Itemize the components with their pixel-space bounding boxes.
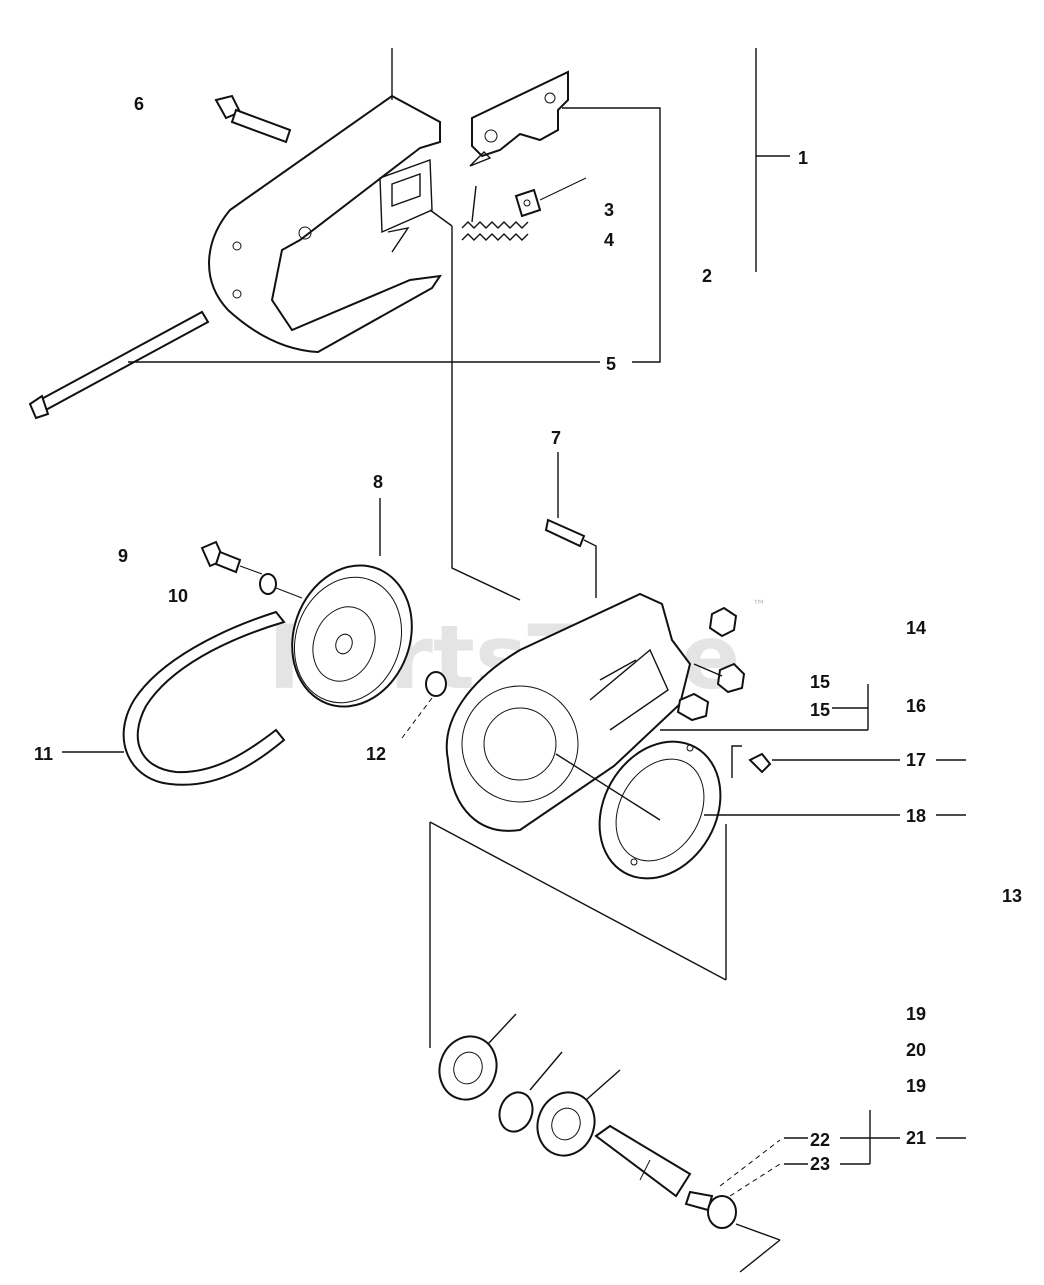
callout-9: 9	[118, 546, 128, 566]
callout-12: 12	[366, 744, 386, 764]
bearing-part-19-upper	[438, 1013, 517, 1101]
threaded-rod	[28, 310, 210, 420]
bracket-plate	[469, 70, 569, 167]
callout-2: 2	[702, 266, 712, 286]
shaft	[594, 1124, 692, 1198]
callout-8: 8	[373, 472, 383, 492]
callout-4: 4	[604, 230, 614, 250]
callout-10: 10	[168, 586, 188, 606]
belt-guard-cover	[208, 48, 443, 354]
bearing-part-19-lower	[536, 1069, 621, 1157]
flange-nut	[676, 692, 710, 722]
callout-13: 13	[1002, 886, 1022, 906]
callout-11: 11	[34, 744, 53, 764]
callout-15-lower: 15	[810, 700, 830, 720]
callout-15-upper: 15	[810, 672, 830, 692]
callout-19-lower: 19	[906, 1076, 926, 1096]
nut-part-15	[693, 662, 746, 694]
callout-23: 23	[810, 1154, 830, 1174]
sealing-ring	[598, 740, 722, 880]
callout-1: 1	[798, 148, 808, 168]
bolt-part-6	[214, 94, 292, 144]
callout-5: 5	[606, 354, 616, 374]
spacer-part-20	[498, 1051, 563, 1133]
callout-18: 18	[906, 806, 926, 826]
callout-17: 17	[906, 750, 926, 770]
leader-lines-bottom	[719, 1110, 966, 1197]
leader-lines-mid	[429, 684, 966, 1048]
callout-22: 22	[810, 1130, 830, 1150]
square-nut	[514, 177, 587, 218]
nut-part-14	[708, 606, 738, 638]
leader-lines-top	[128, 48, 790, 601]
callout-labels: 6 1 3 4 2 5 7 8 9 10 14 15 16 15 11 12 1…	[34, 94, 1022, 1174]
pulley	[291, 498, 413, 708]
gear-housing	[445, 592, 692, 832]
callout-20: 20	[906, 1040, 926, 1060]
spring	[461, 185, 529, 241]
callout-21: 21	[906, 1128, 926, 1148]
callout-19-upper: 19	[906, 1004, 926, 1024]
callout-3: 3	[604, 200, 614, 220]
washer-part-12	[401, 671, 447, 739]
callout-14: 14	[906, 618, 926, 638]
callout-7: 7	[551, 428, 561, 448]
watermark-trademark: ™	[752, 598, 766, 614]
drive-belt	[62, 610, 286, 786]
bolt-part-21	[684, 1190, 781, 1273]
bolt-part-9	[200, 540, 263, 575]
screw-part-7	[544, 452, 597, 598]
screw-part-17	[748, 752, 772, 774]
washer-part-10	[259, 573, 303, 599]
callout-16: 16	[906, 696, 926, 716]
callout-6: 6	[134, 94, 144, 114]
